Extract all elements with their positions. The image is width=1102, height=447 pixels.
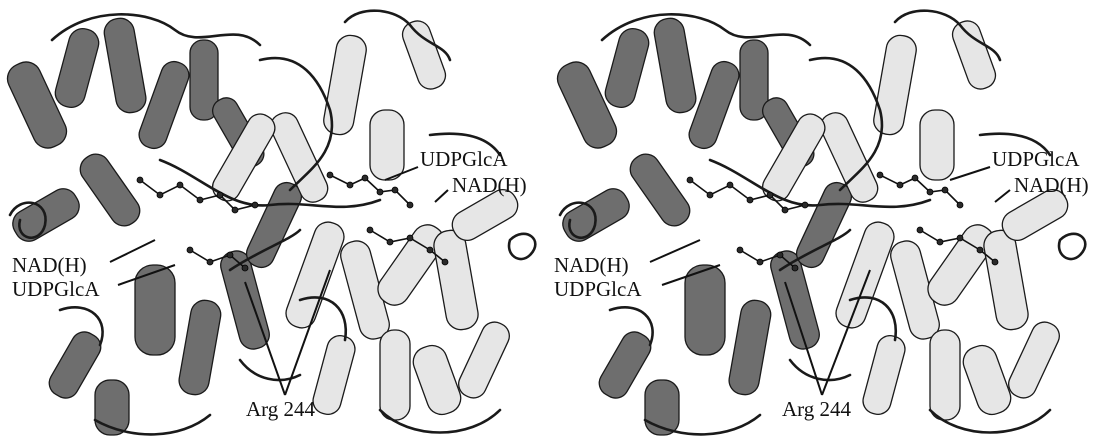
label-arg244: Arg 244: [782, 397, 852, 421]
label-nadh-upper: NAD(H): [1014, 173, 1089, 197]
label-udpglca-upper: UDPGlcA: [420, 147, 508, 171]
stereo-view-left: UDPGlcA NAD(H) NAD(H) UDPGlcA Arg 244: [3, 11, 536, 435]
label-udpglca-lower: UDPGlcA: [554, 277, 642, 301]
stereo-view-right: UDPGlcA NAD(H) NAD(H) UDPGlcA Arg 244: [553, 11, 1089, 435]
label-nadh-lower: NAD(H): [12, 253, 87, 277]
label-arg244: Arg 244: [246, 397, 316, 421]
label-nadh-lower: NAD(H): [554, 253, 629, 277]
label-udpglca-lower: UDPGlcA: [12, 277, 100, 301]
label-nadh-upper: NAD(H): [452, 173, 527, 197]
label-udpglca-upper: UDPGlcA: [992, 147, 1080, 171]
